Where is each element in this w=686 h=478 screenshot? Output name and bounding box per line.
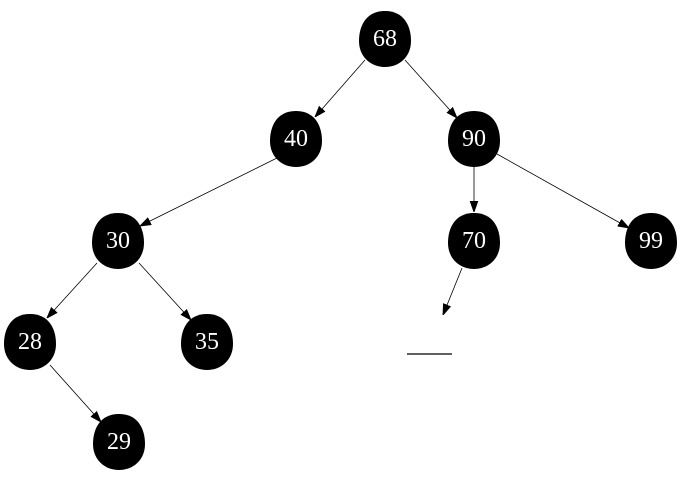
- node-label: 70: [462, 228, 486, 254]
- edge-28-29: [49, 364, 101, 422]
- node-label: 90: [462, 126, 486, 152]
- node-label: 40: [284, 126, 308, 152]
- node-shape: [181, 314, 233, 370]
- node-shape: [93, 414, 145, 470]
- tree-node: 68: [359, 11, 411, 67]
- node-shape: [625, 213, 677, 269]
- tree-nodes: 68 40 90 30 70 99 28 35: [4, 11, 677, 470]
- node-shape: [359, 11, 411, 67]
- tree-node: 40: [270, 111, 322, 167]
- node-label: 29: [107, 429, 131, 455]
- tree-node: 29: [93, 414, 145, 470]
- node-shape: [92, 213, 144, 269]
- tree-edges: [47, 59, 629, 422]
- node-label: 35: [195, 329, 219, 355]
- tree-node: 99: [625, 213, 677, 269]
- node-shape: [270, 111, 322, 167]
- edge-30-28: [47, 262, 98, 318]
- edge-30-35: [138, 262, 191, 320]
- node-label: 28: [18, 329, 42, 355]
- edge-70-null: [443, 267, 463, 315]
- tree-node: 35: [181, 314, 233, 370]
- edge-68-40: [315, 59, 366, 117]
- edge-90-99: [496, 153, 629, 228]
- edge-40-30: [140, 154, 284, 226]
- node-label: 99: [639, 228, 663, 254]
- node-shape: [448, 111, 500, 167]
- tree-node: 70: [448, 213, 500, 269]
- node-label: 30: [106, 228, 130, 254]
- node-shape: [4, 314, 56, 370]
- node-shape: [448, 213, 500, 269]
- edge-68-90: [404, 59, 457, 118]
- tree-node: 30: [92, 213, 144, 269]
- tree-node: 90: [448, 111, 500, 167]
- tree-node: 28: [4, 314, 56, 370]
- node-label: 68: [373, 26, 397, 52]
